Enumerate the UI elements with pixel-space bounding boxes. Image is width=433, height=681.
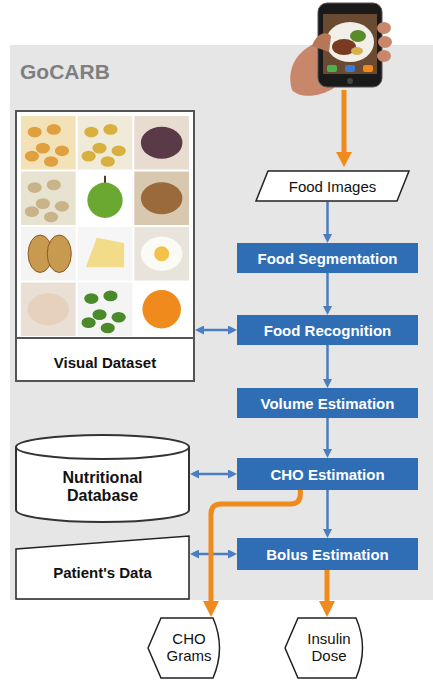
flow-arrow [204,329,228,332]
dataset-box: Visual Dataset [15,110,195,382]
process-label: Bolus Estimation [266,546,389,563]
flow-arrow [326,202,329,234]
flow-arrow [326,418,329,449]
system-panel: GoCARB Food ImagesFood SegmentationVisual… [10,45,433,600]
output-label: Insulin Dose [301,631,357,665]
process-box: Volume Estimation [237,388,418,418]
database-cylinder: Nutritional Database [15,435,190,523]
output-arrow [325,570,330,601]
panel-title: GoCARB [20,60,110,84]
process-label: CHO Estimation [270,466,384,483]
flow-arrow [326,345,329,379]
node-label: Patient's Data [53,564,152,581]
flow-arrow [199,473,228,476]
input-parallelogram: Food Images [255,170,410,202]
output-display: CHO Grams [147,617,227,679]
food-image-grid [17,112,193,380]
manual-input: Patient's Data [15,535,190,600]
database-label: Nutritional Database [43,469,163,506]
flow-arrow [326,273,329,306]
process-box: CHO Estimation [237,458,418,490]
process-box: Bolus Estimation [237,538,418,570]
process-box: Food Segmentation [237,243,418,273]
process-label: Food Segmentation [258,250,398,267]
capture-arrow [336,90,352,167]
process-box: Food Recognition [237,315,418,345]
node-label: Food Images [289,178,377,195]
dataset-label: Visual Dataset [54,354,156,371]
output-display: Insulin Dose [284,617,370,679]
panel-ground [10,45,433,600]
output-label: CHO Grams [163,631,215,665]
phone-illustration [290,3,392,96]
process-label: Food Recognition [264,322,391,339]
process-label: Volume Estimation [261,395,395,412]
flow-arrow [326,490,329,529]
